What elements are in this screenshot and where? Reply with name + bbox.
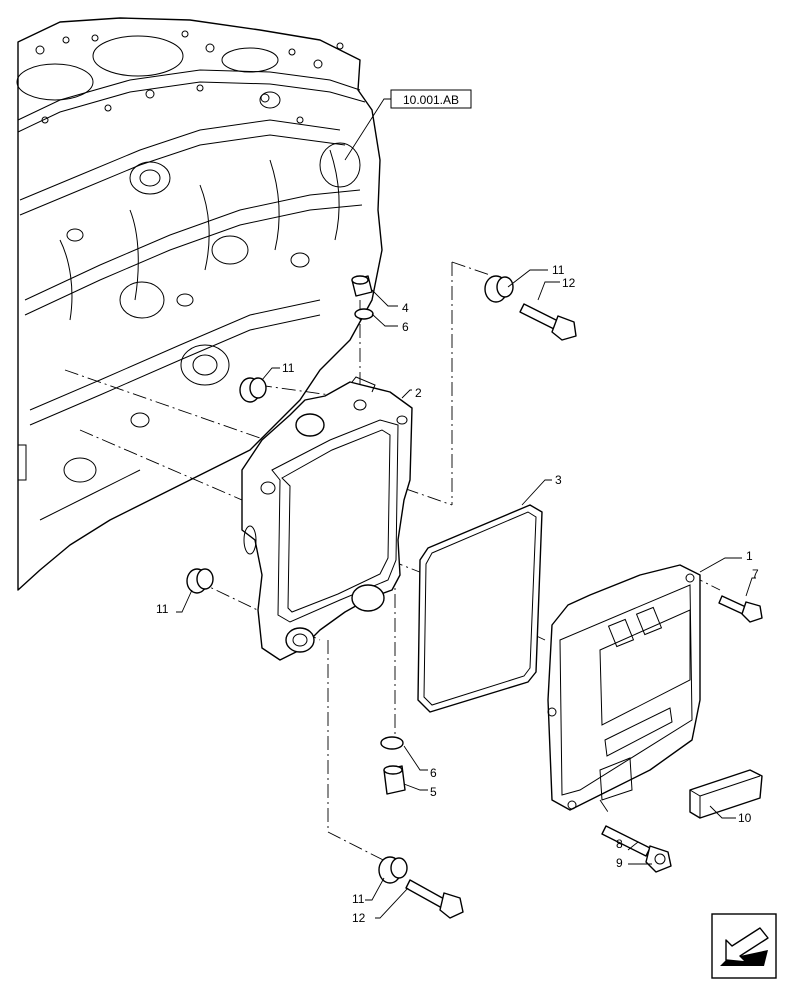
callout-7: 7 bbox=[752, 567, 759, 581]
reference-link-box[interactable]: 10.001.AB bbox=[390, 89, 472, 109]
callout-8: 8 bbox=[616, 837, 623, 851]
o-ring-6-lower bbox=[380, 736, 404, 750]
grommet-11-bottom bbox=[378, 856, 408, 884]
callout-1: 1 bbox=[746, 549, 753, 563]
reference-label: 10.001.AB bbox=[403, 93, 459, 107]
bolt-12-top bbox=[519, 303, 577, 341]
callout-4: 4 bbox=[402, 301, 409, 315]
washer-nut-9 bbox=[645, 845, 672, 873]
callout-9: 9 bbox=[616, 856, 623, 870]
callout-3: 3 bbox=[555, 473, 562, 487]
engine-block bbox=[16, 17, 383, 591]
callout-12-bottom: 12 bbox=[352, 911, 366, 925]
callout-6-lower: 6 bbox=[430, 766, 437, 780]
o-ring-6-upper bbox=[354, 308, 374, 320]
plug-5 bbox=[383, 765, 406, 795]
bolt-8 bbox=[601, 825, 651, 857]
gasket bbox=[417, 504, 543, 713]
arrow-icon[interactable] bbox=[711, 913, 777, 979]
leader-lines bbox=[176, 269, 756, 919]
ecu-mounting-bracket bbox=[241, 376, 413, 661]
grommet-11-mid bbox=[239, 377, 267, 403]
plug-4 bbox=[351, 275, 373, 297]
callout-12-top: 12 bbox=[562, 276, 576, 290]
callouts: 4 6 2 3 11 12 11 11 1 7 10 6 5 8 9 11 12 bbox=[156, 263, 759, 925]
ecu-unit bbox=[547, 564, 701, 811]
pad-10 bbox=[689, 769, 763, 819]
grommet-11-top-right bbox=[484, 275, 514, 303]
bolt-7 bbox=[718, 595, 763, 623]
callout-11-top: 11 bbox=[552, 263, 565, 277]
callout-11-mid: 11 bbox=[282, 361, 295, 375]
callout-11-bottom: 11 bbox=[352, 892, 365, 906]
bolt-12-bottom bbox=[405, 879, 464, 919]
callout-6-upper: 6 bbox=[402, 320, 409, 334]
callout-10: 10 bbox=[738, 811, 752, 825]
callout-11-left: 11 bbox=[156, 602, 169, 616]
grommet-11-left bbox=[186, 568, 214, 594]
callout-2: 2 bbox=[415, 386, 422, 400]
callout-5: 5 bbox=[430, 785, 437, 799]
